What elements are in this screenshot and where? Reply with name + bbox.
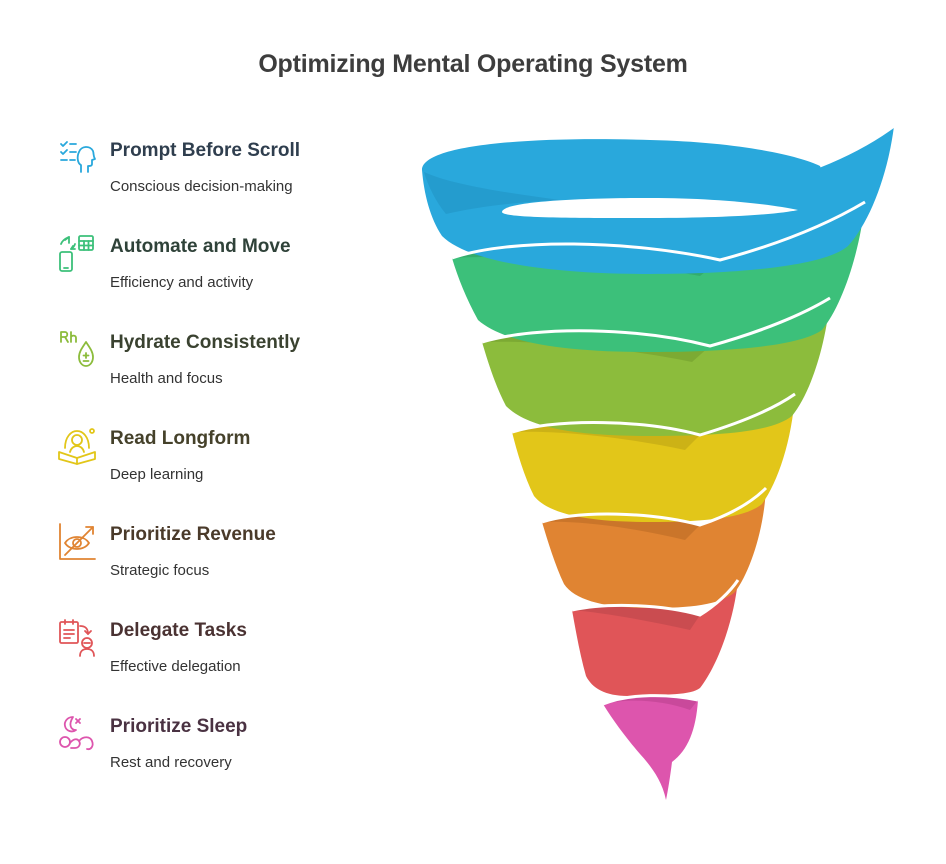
water-drop-icon [57,330,97,370]
funnel-band-sleep [603,695,698,800]
list-item-hydrate-consistently: Hydrate Consistently Health and focus [57,330,397,400]
page-title: Optimizing Mental Operating System [258,50,688,78]
moon-sleep-icon [57,714,97,754]
item-label: Read Longform [110,428,251,449]
funnel-diagram [422,124,895,800]
item-label: Prioritize Sleep [110,716,248,737]
phone-calculator-icon [57,234,97,274]
item-description: Conscious decision-making [110,178,293,195]
list-item-prioritize-revenue: Prioritize Revenue Strategic focus [57,522,397,592]
list-item-prompt-before-scroll: Prompt Before Scroll Conscious decision-… [57,138,397,208]
list-item-read-longform: Read Longform Deep learning [57,426,397,496]
item-label: Automate and Move [110,236,291,257]
list-item-prioritize-sleep: Prioritize Sleep Rest and recovery [57,714,397,784]
item-label: Prompt Before Scroll [110,140,301,161]
checklist-head-icon [57,138,97,178]
task-delegate-icon [57,618,97,658]
item-description: Strategic focus [110,562,210,579]
item-description: Deep learning [110,466,204,483]
item-label: Prioritize Revenue [110,524,276,545]
item-description: Rest and recovery [110,754,232,771]
eye-chart-icon [57,522,97,562]
funnel-band-automate [452,202,865,352]
item-label: Hydrate Consistently [110,332,301,353]
list-item-delegate-tasks: Delegate Tasks Effective delegation [57,618,397,688]
item-description: Effective delegation [110,658,241,675]
list-item-automate-and-move: Automate and Move Efficiency and activit… [57,234,397,304]
item-description: Health and focus [110,370,223,387]
item-label: Delegate Tasks [110,620,247,641]
item-description: Efficiency and activity [110,274,254,291]
reading-book-icon [57,426,97,466]
